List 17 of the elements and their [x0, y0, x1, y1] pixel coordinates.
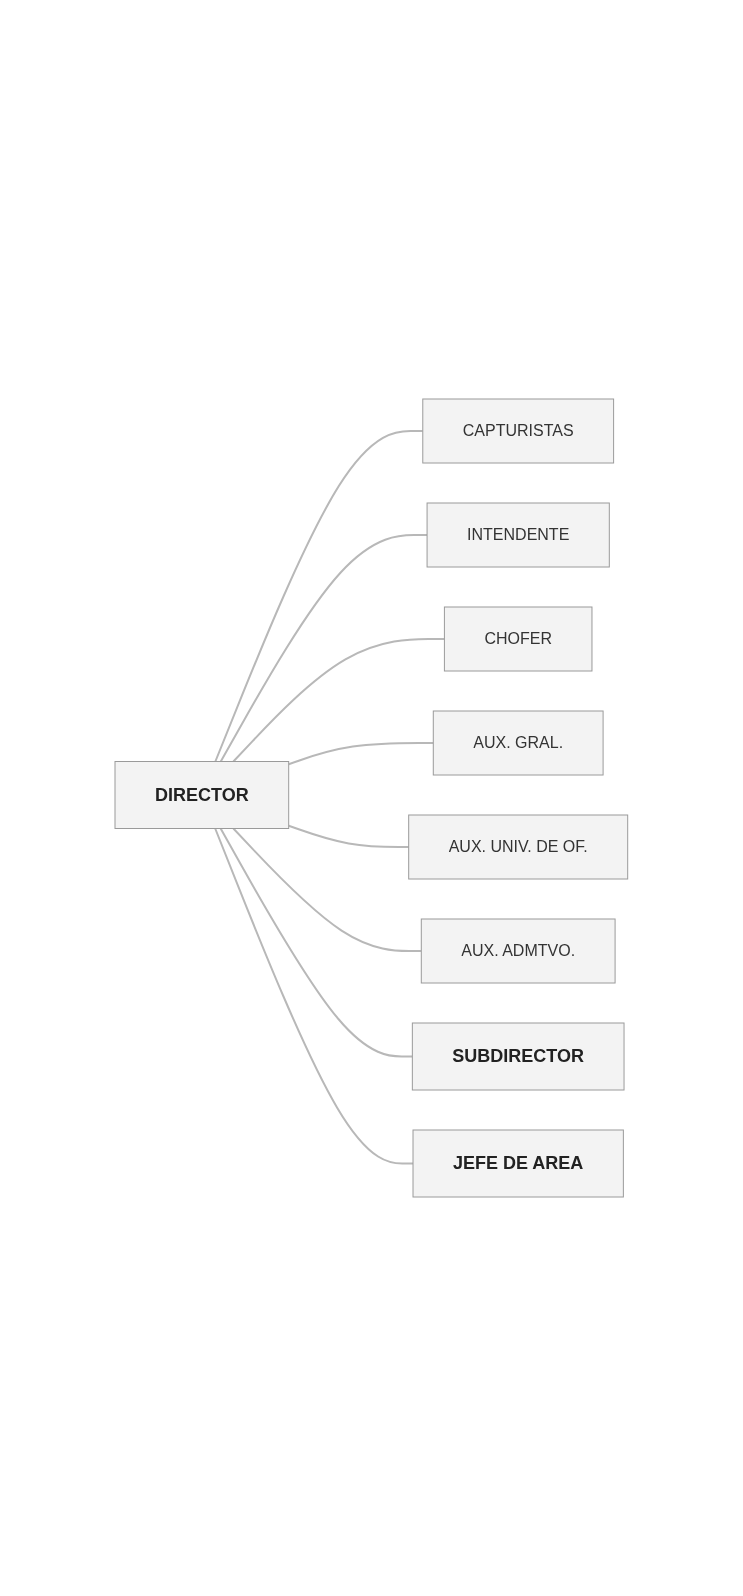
node-box: CHOFER	[444, 606, 593, 672]
node-box: JEFE DE AREA	[412, 1129, 624, 1198]
connector	[287, 824, 410, 848]
node-box: DIRECTOR	[114, 761, 290, 829]
node-box: AUX. ADMTVO.	[420, 918, 616, 984]
connector	[287, 742, 435, 766]
node-box: SUBDIRECTOR	[412, 1022, 625, 1091]
node-box: INTENDENTE	[426, 502, 610, 568]
connector	[219, 827, 414, 1058]
connector	[232, 638, 446, 763]
connector	[232, 827, 423, 952]
node-box: AUX. UNIV. DE OF.	[408, 814, 629, 880]
connector	[214, 430, 424, 763]
node-box: CAPTURISTAS	[422, 398, 615, 464]
node-box: AUX. GRAL.	[432, 710, 604, 776]
connector	[219, 534, 429, 763]
connector	[214, 827, 415, 1165]
